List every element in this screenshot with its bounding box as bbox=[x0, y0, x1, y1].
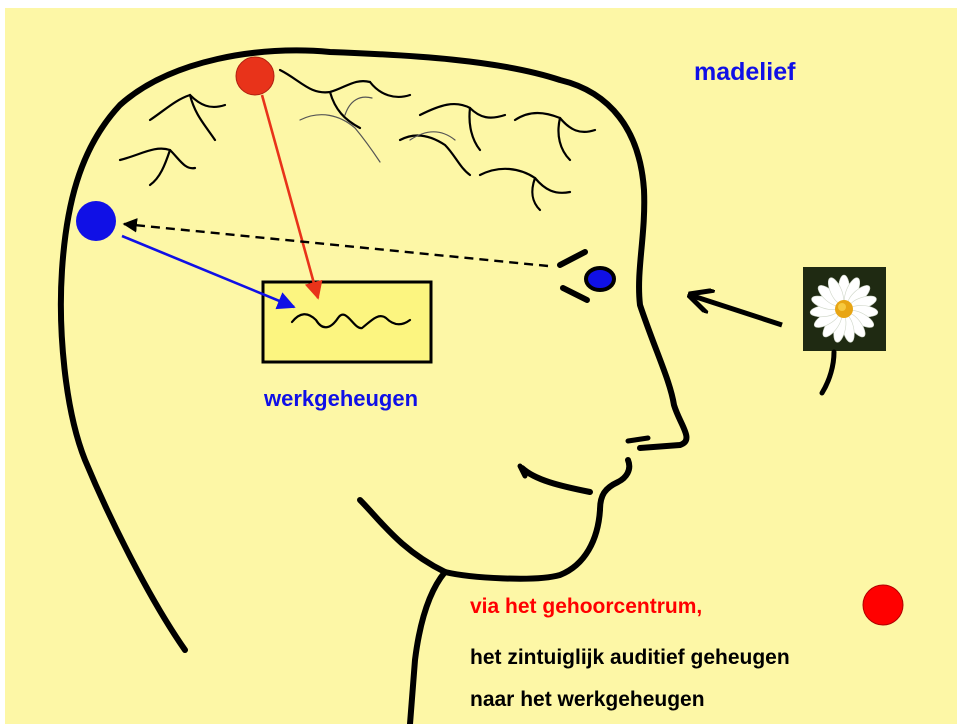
title-word: madelief bbox=[694, 58, 795, 87]
daisy-flower-icon bbox=[803, 267, 886, 351]
caption-line-2: het zintuiglijk auditief geheugen bbox=[470, 646, 790, 670]
working-memory-label: werkgeheugen bbox=[264, 386, 418, 412]
caption-line-3: naar het werkgeheugen bbox=[470, 688, 705, 712]
eye-pupil bbox=[586, 268, 614, 290]
red-dot-legend bbox=[863, 585, 903, 625]
nose-line bbox=[628, 438, 648, 441]
red-node bbox=[236, 57, 274, 95]
blue-node bbox=[76, 201, 116, 241]
caption-line-1: via het gehoorcentrum, bbox=[470, 595, 702, 619]
